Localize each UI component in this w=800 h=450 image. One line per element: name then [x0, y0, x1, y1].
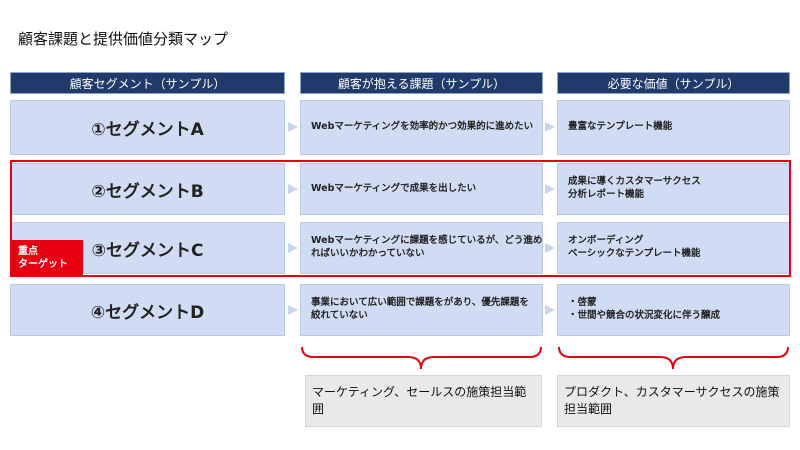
value-a: 豊富なテンプレート機能 [557, 100, 790, 155]
arrow-icon [545, 243, 555, 253]
value-d-line-1: ・啓蒙 [568, 297, 597, 309]
value-b-line-1: 成果に導くカスタマーサクセス [568, 176, 701, 188]
value-d: ・啓蒙 ・世間や競合の状況変化に伴う醸成 [557, 284, 790, 336]
issue-a-line-1: Webマーケティングを効率的かつ効果的に進めたい [311, 121, 534, 133]
segment-b: ②セグメントB [10, 163, 285, 215]
arrow-icon [288, 122, 298, 132]
value-b-line-2: 分析レポート機能 [568, 189, 645, 200]
issue-c-line-1: Webマーケティングに課題を感じているが、どう進め [311, 235, 543, 247]
issue-d-line-1: 事業において広い範囲で課題をがあり、優先課題を [311, 297, 529, 309]
value-d-line-2: ・世間や競合の状況変化に伴う醸成 [568, 310, 721, 321]
arrow-icon [288, 243, 298, 253]
issue-c: Webマーケティングに課題を感じているが、どう進め ればいいかわかっていない [300, 222, 543, 274]
scope-note-marketing-line-2: 囲 [312, 402, 325, 417]
arrow-icon [545, 184, 555, 194]
focus-tag-line-1: 重点 [18, 246, 38, 257]
value-c-line-2: ベーシックなテンプレート機能 [568, 248, 701, 259]
issue-b-line-1: Webマーケティングで成果を出したい [311, 182, 477, 194]
segment-a: ①セグメントA [10, 100, 285, 155]
header-segment: 顧客セグメント（サンプル） [10, 72, 285, 94]
focus-target-tag: 重点 ターゲット [10, 240, 83, 277]
issue-b: Webマーケティングで成果を出したい [300, 163, 543, 215]
scope-note-marketing-line-1: マーケティング、セールスの施策担当範 [312, 385, 527, 399]
issue-d: 事業において広い範囲で課題をがあり、優先課題を 絞れていない [300, 284, 543, 336]
scope-note-product: プロダクト、カスタマーサクセスの施策 担当範囲 [557, 375, 790, 427]
brace-value [558, 346, 789, 370]
value-c: オンボーディング ベーシックなテンプレート機能 [557, 222, 790, 274]
header-issue: 顧客が抱える課題（サンプル） [300, 72, 543, 94]
value-b: 成果に導くカスタマーサクセス 分析レポート機能 [557, 163, 790, 215]
scope-note-marketing: マーケティング、セールスの施策担当範 囲 [305, 375, 542, 427]
scope-note-product-line-2: 担当範囲 [564, 402, 613, 417]
value-a-line-1: 豊富なテンプレート機能 [568, 121, 673, 133]
focus-target-frame [10, 160, 791, 277]
arrow-icon [288, 305, 298, 315]
value-c-line-1: オンボーディング [568, 235, 644, 247]
arrow-icon [545, 305, 555, 315]
arrow-icon [545, 122, 555, 132]
header-value: 必要な価値（サンプル） [557, 72, 790, 94]
issue-a: Webマーケティングを効率的かつ効果的に進めたい [300, 100, 543, 155]
focus-tag-line-2: ターゲット [18, 259, 68, 270]
issue-c-line-2: ればいいかわかっていない [311, 248, 425, 259]
issue-d-line-2: 絞れていない [311, 310, 368, 321]
scope-note-product-line-1: プロダクト、カスタマーサクセスの施策 [564, 385, 780, 399]
segment-d: ④セグメントD [10, 284, 285, 336]
arrow-icon [288, 184, 298, 194]
page-title: 顧客課題と提供価値分類マップ [18, 30, 229, 48]
brace-issue [301, 346, 542, 370]
